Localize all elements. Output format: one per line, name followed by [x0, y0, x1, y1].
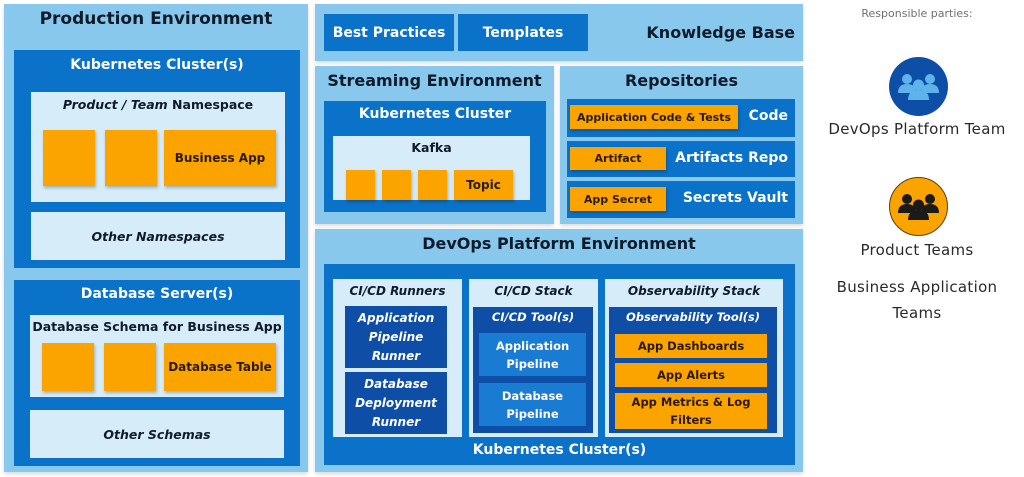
database-servers: Database Server(s) Database Schema for B… — [14, 280, 300, 466]
cicd-tools-title: CI/CD Tool(s) — [491, 310, 575, 324]
app-alerts: App Alerts — [615, 363, 767, 387]
database-table-box: Database Table — [164, 343, 276, 391]
team-namespace-title: Product / Team Namespace — [31, 97, 285, 112]
namespace-workload-box — [105, 130, 157, 186]
team-namespace-title-rest: Namespace — [167, 97, 254, 112]
application-pipeline: Application Pipeline — [479, 333, 586, 376]
best-practices-box: Best Practices — [324, 14, 454, 51]
db-deployment-runner: Database Deployment Runner — [345, 372, 447, 434]
knowledge-base: Best Practices Templates Knowledge Base — [315, 4, 803, 61]
artifact-box: Artifact — [570, 147, 666, 170]
schema-table-box — [42, 343, 94, 391]
namespace-workload-box — [43, 130, 95, 186]
team-icon — [898, 74, 939, 100]
database-servers-title: Database Server(s) — [80, 286, 234, 302]
legend-title: Responsible parties: — [861, 7, 973, 20]
cicd-runners: CI/CD Runners Application Pipeline Runne… — [333, 279, 462, 437]
database-schema-title: Database Schema for Business App — [32, 319, 282, 334]
streaming-environment-title: Streaming Environment — [327, 71, 542, 90]
observability-tools: Observability Tool(s) App Dashboards App… — [609, 307, 777, 433]
kafka-partition-box — [418, 170, 447, 200]
devops-k8s-title: Kubernetes Cluster(s) — [472, 442, 647, 458]
team-namespace: Product / Team Namespace Business App — [31, 92, 285, 202]
team-icon — [898, 194, 939, 220]
devops-platform-environment: DevOps Platform Environment Kubernetes C… — [315, 229, 803, 472]
devops-team-label: DevOps Platform Team — [828, 120, 1006, 138]
other-namespaces: Other Namespaces — [31, 212, 285, 260]
cicd-stack-title: CI/CD Stack — [494, 284, 573, 298]
app-code-box: Application Code & Tests — [570, 105, 738, 129]
production-k8s-title: Kubernetes Cluster(s) — [70, 57, 244, 73]
schema-table-box — [104, 343, 156, 391]
devops-platform-title: DevOps Platform Environment — [422, 234, 696, 253]
database-pipeline: Database Pipeline — [479, 383, 586, 426]
business-app-box: Business App — [164, 130, 276, 186]
team-namespace-title-italic: Product / Team — [62, 97, 168, 112]
observability-tools-title: Observability Tool(s) — [625, 310, 761, 324]
kafka-title: Kafka — [411, 140, 452, 155]
app-pipeline-runner: Application Pipeline Runner — [345, 306, 447, 368]
streaming-k8s-cluster: Kubernetes Cluster Kafka Topic — [324, 101, 546, 212]
cicd-tools: CI/CD Tool(s) Application Pipeline Datab… — [473, 307, 593, 433]
cicd-stack: CI/CD Stack CI/CD Tool(s) Application Pi… — [469, 279, 598, 437]
app-secret-box: App Secret — [570, 187, 666, 211]
repositories-title: Repositories — [624, 71, 738, 90]
production-k8s-cluster: Kubernetes Cluster(s) Product / Team Nam… — [14, 50, 300, 268]
kafka-partition-box — [382, 170, 411, 200]
repo-row-secrets: App Secret Secrets Vault — [567, 181, 795, 218]
production-environment: Production Environment Kubernetes Cluste… — [4, 4, 308, 472]
production-environment-title: Production Environment — [39, 9, 273, 29]
database-schema: Database Schema for Business App Databas… — [30, 315, 284, 397]
product-teams-label: Product Teams — [860, 241, 974, 259]
other-schemas: Other Schemas — [30, 410, 284, 458]
knowledge-base-title: Knowledge Base — [646, 23, 795, 42]
repo-row-code: Application Code & Tests Code — [567, 99, 795, 137]
kafka: Kafka Topic — [333, 136, 530, 200]
repo-row-artifacts: Artifact Artifacts Repo — [567, 141, 795, 177]
app-dashboards: App Dashboards — [615, 334, 767, 358]
business-app-teams-label: Business Application Teams — [836, 278, 998, 322]
legend: Responsible parties: DevOps Platform Tea… — [810, 0, 1024, 340]
devops-k8s-cluster: Kubernetes Cluster(s) CI/CD Runners Appl… — [324, 264, 795, 465]
app-metrics-log-filters: App Metrics & Log Filters — [615, 393, 767, 429]
kafka-partition-box — [346, 170, 375, 200]
repositories: Repositories Application Code & Tests Co… — [560, 66, 803, 224]
devops-team-icon — [889, 57, 948, 116]
artifacts-repo-label: Artifacts Repo — [675, 150, 788, 166]
topic-box: Topic — [454, 170, 513, 200]
secrets-vault-label: Secrets Vault — [682, 190, 788, 206]
streaming-k8s-title: Kubernetes Cluster — [358, 106, 512, 122]
product-teams-icon — [889, 177, 948, 236]
streaming-environment: Streaming Environment Kubernetes Cluster… — [315, 66, 554, 224]
templates-box: Templates — [458, 14, 588, 51]
observability-stack-title: Observability Stack — [627, 284, 761, 298]
cicd-runners-title: CI/CD Runners — [349, 284, 446, 298]
code-label: Code — [748, 108, 788, 124]
observability-stack: Observability Stack Observability Tool(s… — [605, 279, 783, 437]
